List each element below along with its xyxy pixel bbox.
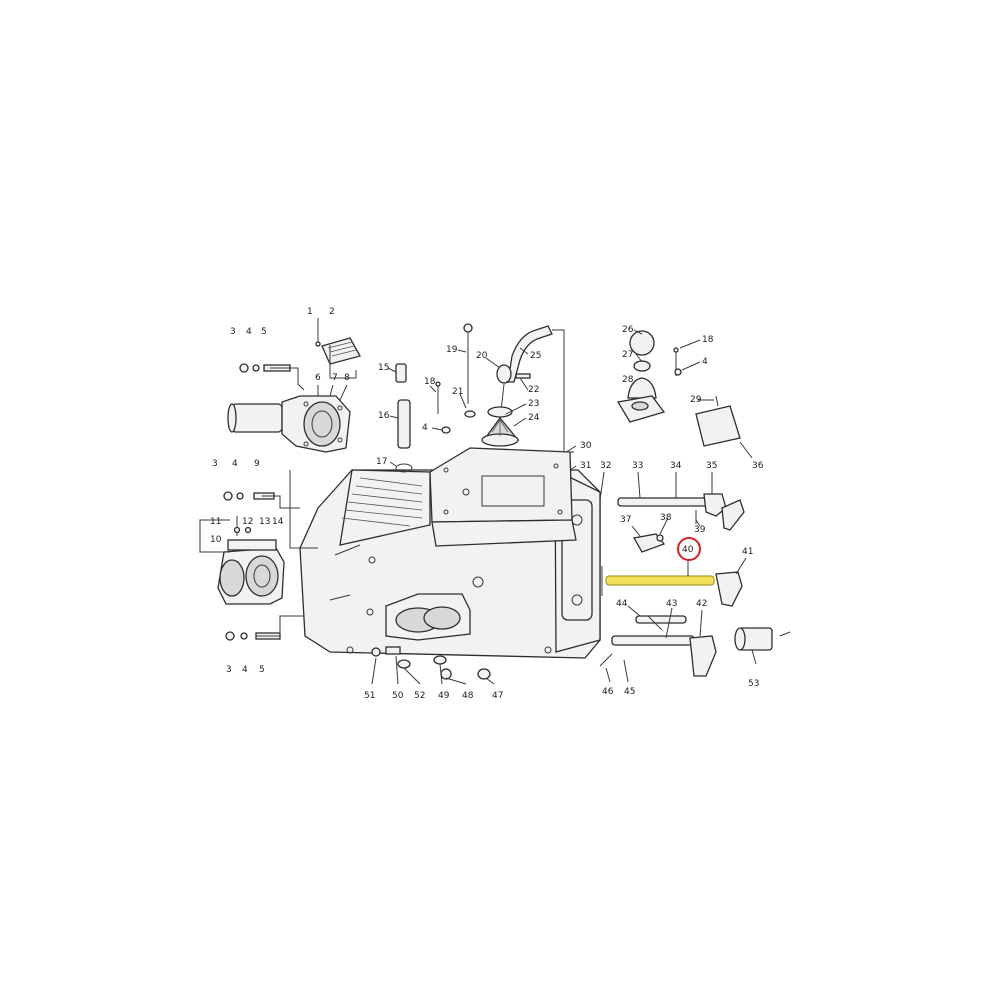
callout-3[interactable]: 3 xyxy=(230,327,236,337)
callout-42[interactable]: 42 xyxy=(696,599,707,609)
top-cover-plate xyxy=(429,447,577,547)
callout-25[interactable]: 25 xyxy=(530,351,541,361)
callout-16[interactable]: 16 xyxy=(378,411,390,421)
leader-lines xyxy=(199,329,757,685)
callout-5[interactable]: 5 xyxy=(261,327,267,337)
callout-4[interactable]: 4 xyxy=(422,423,428,433)
input-shaft-assembly xyxy=(227,395,351,453)
callout-51[interactable]: 51 xyxy=(364,691,375,701)
side-cover-plate xyxy=(695,395,741,447)
callout-29[interactable]: 29 xyxy=(690,395,702,405)
callout-28[interactable]: 28 xyxy=(622,375,634,385)
callout-32[interactable]: 32 xyxy=(600,461,611,471)
inspection-cover xyxy=(315,318,361,365)
callout-17[interactable]: 17 xyxy=(376,457,387,467)
callout-37[interactable]: 37 xyxy=(620,515,631,525)
callout-47[interactable]: 47 xyxy=(492,691,503,701)
callout-13[interactable]: 13 xyxy=(259,517,270,527)
callout-3[interactable]: 3 xyxy=(212,459,218,469)
callout-7[interactable]: 7 xyxy=(332,373,338,383)
selector-rods xyxy=(599,493,791,677)
callout-50[interactable]: 50 xyxy=(392,691,404,701)
gear-lever-assembly xyxy=(463,323,553,447)
callout-18[interactable]: 18 xyxy=(702,335,714,345)
callout-26[interactable]: 26 xyxy=(622,325,634,335)
callout-10[interactable]: 10 xyxy=(210,535,222,545)
callout-43[interactable]: 43 xyxy=(666,599,677,609)
callout-4[interactable]: 4 xyxy=(242,665,248,675)
remote-shift-unit xyxy=(616,330,682,423)
callout-38[interactable]: 38 xyxy=(660,513,672,523)
callout-48[interactable]: 48 xyxy=(462,691,474,701)
callout-27[interactable]: 27 xyxy=(622,350,633,360)
callout-9[interactable]: 9 xyxy=(254,459,260,469)
callout-30[interactable]: 30 xyxy=(580,441,592,451)
callout-labels: 1 2 3 4 5 6 7 8 3 4 9 11 12 10 13 14 3 4… xyxy=(210,307,764,701)
rear-bearing-housing xyxy=(217,539,285,605)
vertical-shaft xyxy=(395,363,451,473)
callout-14[interactable]: 14 xyxy=(272,517,284,527)
callout-8[interactable]: 8 xyxy=(344,373,350,383)
callout-4[interactable]: 4 xyxy=(232,459,238,469)
callout-1[interactable]: 1 xyxy=(307,307,313,317)
callout-36[interactable]: 36 xyxy=(752,461,764,471)
callout-52[interactable]: 52 xyxy=(414,691,425,701)
callout-35[interactable]: 35 xyxy=(706,461,717,471)
callout-15[interactable]: 15 xyxy=(378,363,389,373)
highlight-ring xyxy=(677,537,701,561)
callout-46[interactable]: 46 xyxy=(602,687,614,697)
callout-31[interactable]: 31 xyxy=(580,461,591,471)
callout-11[interactable]: 11 xyxy=(210,517,221,527)
callout-23[interactable]: 23 xyxy=(528,399,539,409)
callout-21[interactable]: 21 xyxy=(452,387,463,397)
callout-44[interactable]: 44 xyxy=(616,599,628,609)
callout-12[interactable]: 12 xyxy=(242,517,253,527)
callout-49[interactable]: 49 xyxy=(438,691,450,701)
callout-45[interactable]: 45 xyxy=(624,687,635,697)
callout-39[interactable]: 39 xyxy=(694,525,706,535)
callout-4[interactable]: 4 xyxy=(246,327,252,337)
callout-34[interactable]: 34 xyxy=(670,461,682,471)
callout-5[interactable]: 5 xyxy=(259,665,265,675)
callout-4[interactable]: 4 xyxy=(702,357,708,367)
callout-22[interactable]: 22 xyxy=(528,385,539,395)
callout-18[interactable]: 18 xyxy=(424,377,436,387)
selector-rod-40-highlighted xyxy=(605,571,743,607)
callout-20[interactable]: 20 xyxy=(476,351,488,361)
callout-6[interactable]: 6 xyxy=(315,373,321,383)
callout-41[interactable]: 41 xyxy=(742,547,753,557)
callout-40[interactable]: 40 xyxy=(682,545,694,555)
callout-53[interactable]: 53 xyxy=(748,679,759,689)
callout-19[interactable]: 19 xyxy=(446,345,458,355)
callout-33[interactable]: 33 xyxy=(632,461,643,471)
callout-24[interactable]: 24 xyxy=(528,413,540,423)
callout-2[interactable]: 2 xyxy=(329,307,335,317)
callout-3[interactable]: 3 xyxy=(226,665,232,675)
